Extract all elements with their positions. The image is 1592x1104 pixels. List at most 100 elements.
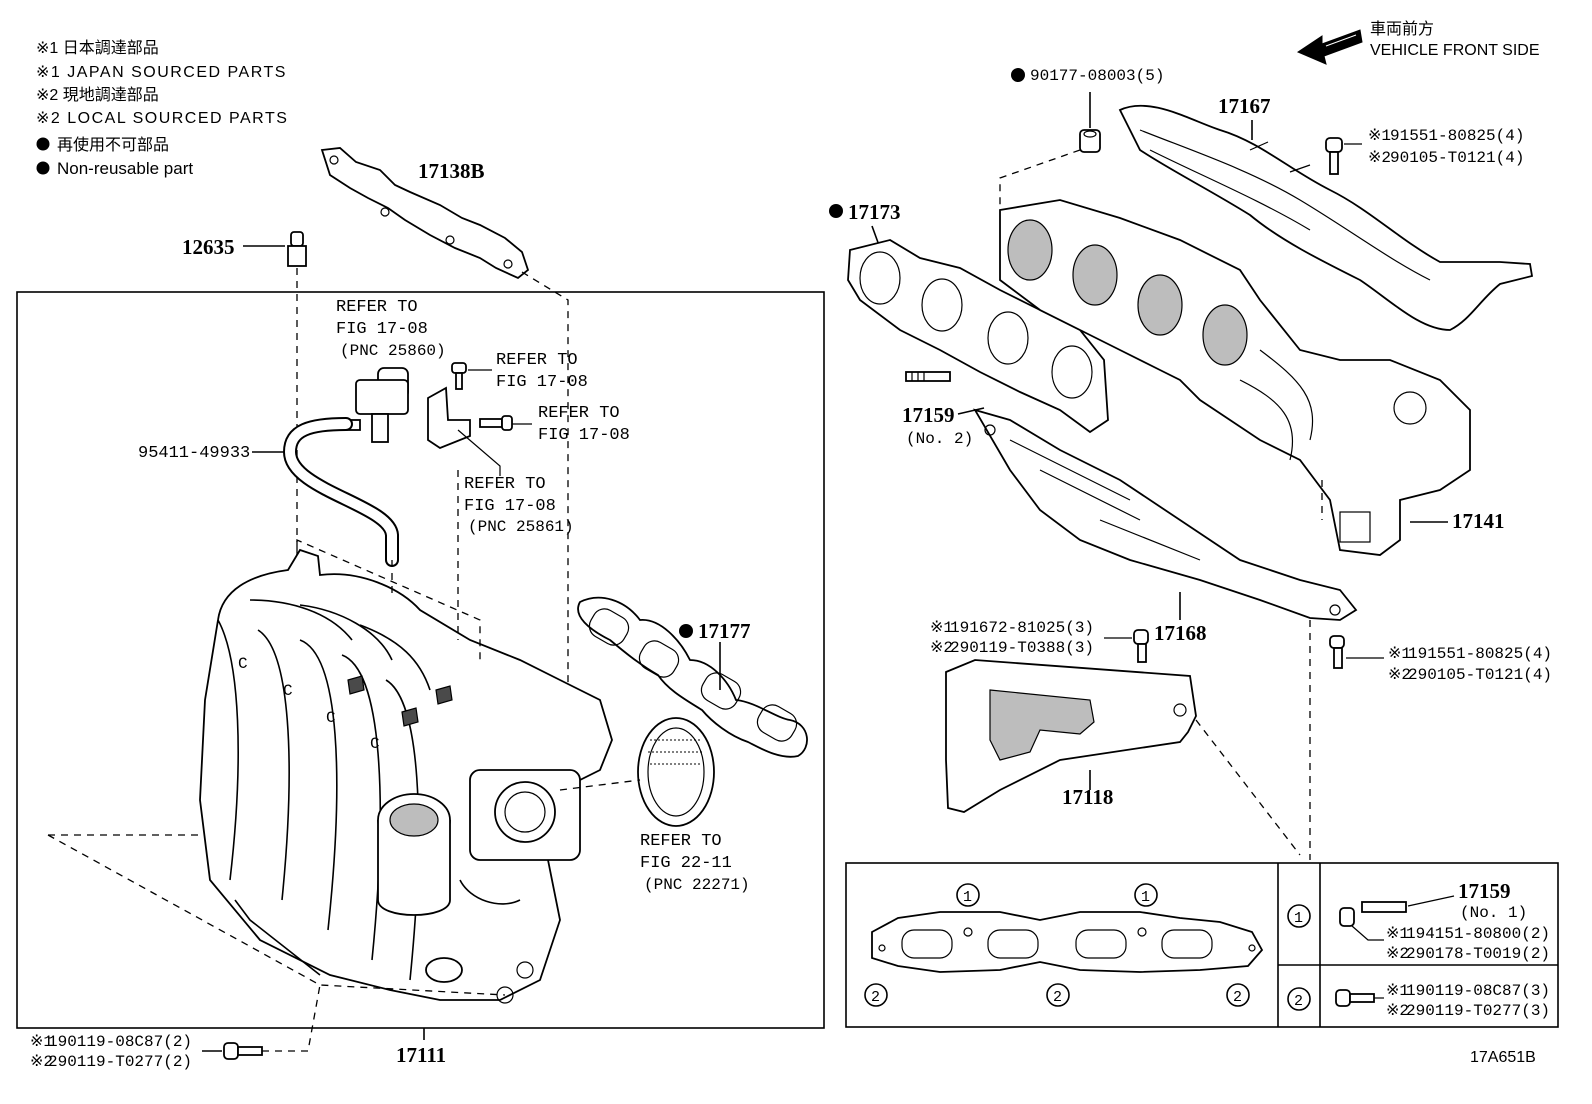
refer-5-line-c: (PNC 22271) [644,876,750,894]
stud-and-nut-icon [1339,901,1407,927]
refer-4-line-b: FIG 17-08 [464,497,556,516]
legend-line-3: ※2 現地調達部品 [36,86,159,104]
row-marker-2 [1287,987,1311,1011]
row-marker-2-text: 2 [1294,993,1303,1010]
inset-label-17159: 17159 [1458,879,1511,903]
inset-label-90178: 290178-T0019(2) [1406,945,1550,963]
vehicle-front-indicator: 車両前方 VEHICLE FRONT SIDE [1296,20,1540,65]
label-17159-no2-sub: (No. 2) [906,430,973,448]
label-90119-t0277-2: 290119-T0277(2) [48,1053,192,1071]
casting-mark: C [326,709,336,727]
refer-4-line-a: REFER TO [464,475,546,494]
label-90105-t0121-top: 90105-T0121(4) [1390,149,1524,167]
marker-circle-2 [864,983,888,1007]
kome-1-symbol: ※1 [1386,925,1409,943]
legend-line-2: ※1 JAPAN SOURCED PARTS [36,64,287,81]
kome-2-symbol: ※2 [1368,149,1391,167]
part-17111-intake-manifold: C C C C [199,548,613,1004]
leader-17138b [521,271,569,745]
marker-1-text: 1 [963,889,972,906]
front-arrow-hatch [1325,34,1357,47]
part-17118-bracket [945,659,1197,813]
bolt-icon [1329,635,1345,669]
marker-1-text: 1 [1141,889,1150,906]
kome-1-symbol: ※1 [1388,645,1411,663]
bolt-icon [1133,629,1149,663]
label-90119-t0388: 290119-T0388(3) [950,639,1094,657]
kome-2-symbol: ※2 [1386,1002,1409,1020]
kome-1-symbol: ※1 [30,1033,53,1051]
non-reusable-dot-icon [36,161,50,175]
non-reusable-dot-icon [1011,68,1025,82]
kome-2-symbol: ※2 [30,1053,53,1071]
part-17138b-bracket [320,147,530,280]
refer-1-line-a: REFER TO [336,298,418,317]
figure-id: 17A651B [1470,1049,1536,1066]
marker-circle-2 [1046,983,1070,1007]
label-17138b: 17138B [418,159,485,183]
kome-1-symbol: ※1 [1368,127,1391,145]
label-17167: 17167 [1218,94,1271,118]
non-reusable-dot-icon [36,137,50,151]
inset-legend-box: 1 1 2 2 2 1 2 17159 (No. 1) ※1 194151-80… [845,862,1559,1028]
legend-line-5: 再使用不可部品 [57,136,169,154]
refer-1-line-c: (PNC 25860) [340,342,446,360]
label-17173: 17173 [848,200,901,224]
non-reusable-dot-icon [679,624,693,638]
part-17141-exhaust-manifold [999,199,1471,556]
intake-manifold-frame [16,291,825,1029]
refer-5-line-a: REFER TO [640,832,722,851]
marker-circle-1 [956,883,980,907]
part-17167-heat-insulator [1118,104,1534,331]
label-90177-08003: 90177-08003(5) [1030,67,1164,85]
refer-3-line-a: REFER TO [538,404,620,423]
label-91551-80825-mid: 191551-80825(4) [1408,645,1552,663]
part-12635-bolt-icon [287,231,307,267]
refer-1-line-b: FIG 17-08 [336,320,428,339]
label-17168: 17168 [1154,621,1207,645]
label-17118: 17118 [1062,785,1113,809]
label-90119-08c87-2: 190119-08C87(2) [48,1033,192,1051]
kome-1-symbol: ※1 [1386,982,1409,1000]
kome-1-symbol: ※1 [930,619,953,637]
bolt-icon [479,415,513,431]
legend-line-4: ※2 LOCAL SOURCED PARTS [36,110,288,127]
refer-3-line-b: FIG 17-08 [538,426,630,445]
casting-mark: C [370,735,380,753]
inset-label-90119-08c87: 190119-08C87(3) [1406,982,1550,1000]
part-17168-heat-insulator [973,408,1358,621]
label-17141: 17141 [1452,509,1505,533]
non-reusable-dot-icon [829,204,843,218]
leader-refer-4 [457,429,501,476]
marker-2-text: 2 [1233,989,1242,1006]
part-vsv-bracket [427,386,471,450]
marker-circle-2 [1226,983,1250,1007]
bolt-icon [1335,989,1375,1007]
refer-2-line-a: REFER TO [496,351,578,370]
label-17111: 17111 [396,1043,446,1067]
bolt-icon [451,362,467,390]
row-marker-1 [1287,904,1311,928]
part-17173-gasket [847,239,1109,434]
marker-2-text: 2 [1053,989,1062,1006]
nut-icon [1079,129,1101,153]
marker-circle-1 [1134,883,1158,907]
kome-2-symbol: ※2 [930,639,953,657]
vehicle-front-jp: 車両前方 [1370,20,1434,38]
refer-5-line-b: FIG 22-11 [640,854,732,873]
legend: ※1 日本調達部品 ※1 JAPAN SOURCED PARTS ※2 現地調達… [36,39,288,178]
vehicle-front-en: VEHICLE FRONT SIDE [1370,42,1540,59]
bolt-icon [1325,137,1343,175]
casting-mark: C [238,655,248,673]
part-throttle-gasket [637,717,715,827]
inset-label-90119-t0277: 290119-T0277(3) [1406,1002,1550,1020]
kome-2-symbol: ※2 [1388,666,1411,684]
label-12635: 12635 [182,235,235,259]
part-17177-gasket [577,596,808,758]
casting-mark: C [283,682,293,700]
refer-4-line-c: (PNC 25861) [468,518,574,536]
part-17159-stud-icon [905,371,951,382]
inset-label-94151: 194151-80800(2) [1406,925,1550,943]
row-marker-1-text: 1 [1294,910,1303,927]
